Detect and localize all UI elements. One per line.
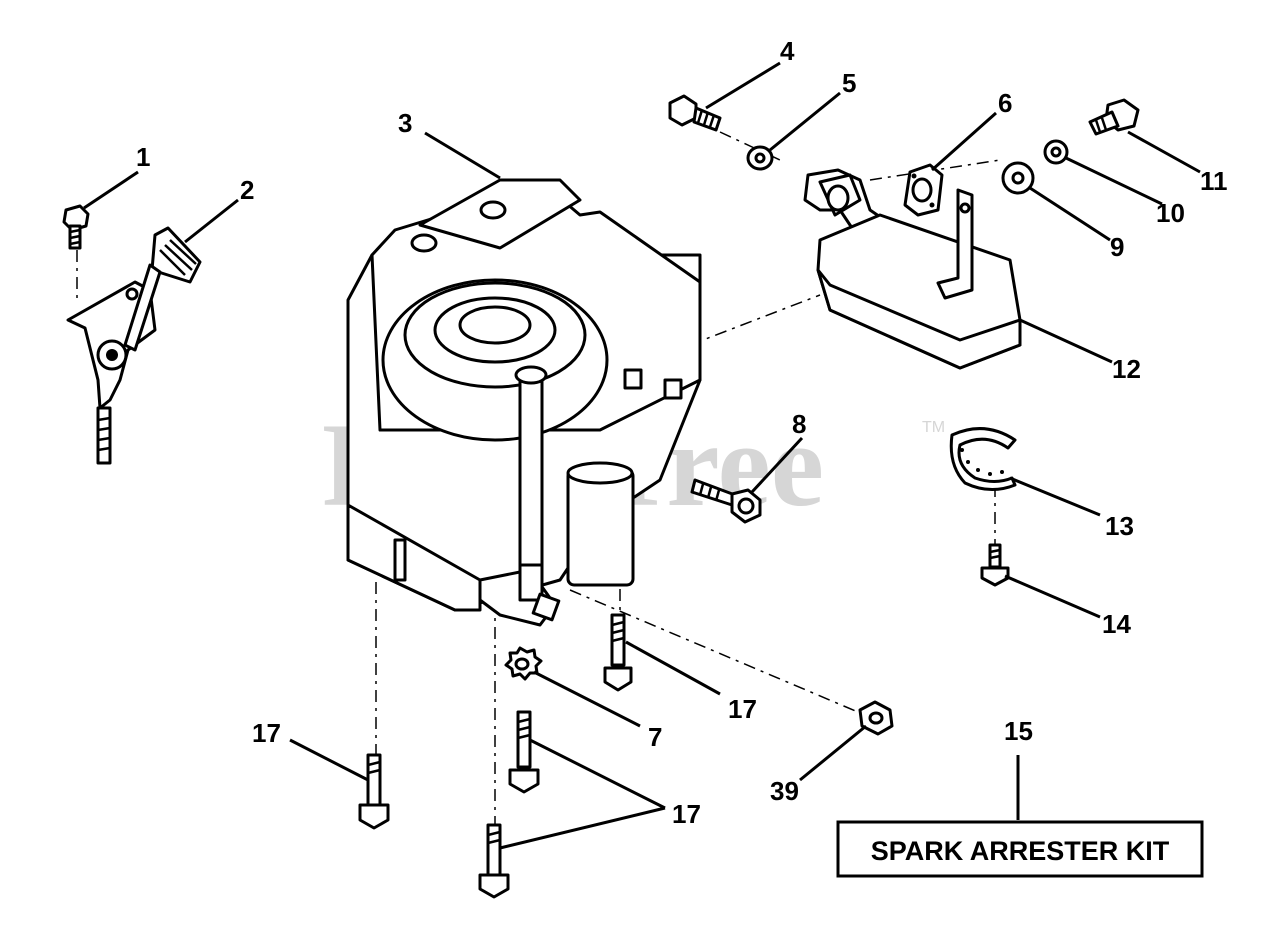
part-7-star-washer [504,646,543,681]
part-13-spark-arrester [949,427,1017,491]
leader-lines [83,61,1201,850]
callout-10: 10 [1156,198,1185,228]
watermark-trademark: TM [922,419,945,436]
part-17-bolt-a [603,613,633,692]
part-4-bolt [668,94,722,132]
callout-3: 3 [398,108,412,138]
part-6-gasket [903,163,944,217]
callout-39: 39 [770,776,799,806]
part-9-washer [1001,161,1035,195]
part-1-bolt [62,204,90,250]
part-3-engine [346,178,702,627]
part-39-nut [858,700,894,736]
callout-6: 6 [998,88,1012,118]
part-8-bolt [690,478,762,524]
callout-11: 11 [1200,166,1228,196]
callout-7: 7 [648,722,662,752]
part-14-screw [980,543,1010,587]
part-17-bolt-b [358,753,390,830]
kit-label: SPARK ARRESTER KIT [871,836,1170,866]
spark-arrester-kit-box: SPARK ARRESTER KIT [836,820,1204,878]
callout-17-right: 17 [728,694,757,724]
callout-13: 13 [1105,511,1134,541]
part-11-bolt [1088,98,1140,136]
callout-9: 9 [1110,232,1124,262]
callout-14: 14 [1102,609,1131,639]
callout-12: 12 [1112,354,1141,384]
callout-15: 15 [1004,716,1033,746]
callout-5: 5 [842,68,856,98]
callout-8: 8 [792,409,806,439]
part-17-bolt-c [508,710,540,794]
callout-2: 2 [240,175,254,205]
part-17-bolt-d [478,823,510,899]
callout-1: 1 [136,142,150,172]
callout-labels: 1 2 3 4 5 6 7 8 9 10 11 12 13 14 15 17 1… [136,36,1228,829]
callout-17-bottom: 17 [672,799,701,829]
part-2-throttle-control [66,226,202,465]
callout-17-left: 17 [252,718,281,748]
part-5-washer [746,145,774,171]
callout-4: 4 [780,36,795,66]
part-12-muffler [816,188,1022,370]
part-10-lock-washer [1043,139,1069,165]
